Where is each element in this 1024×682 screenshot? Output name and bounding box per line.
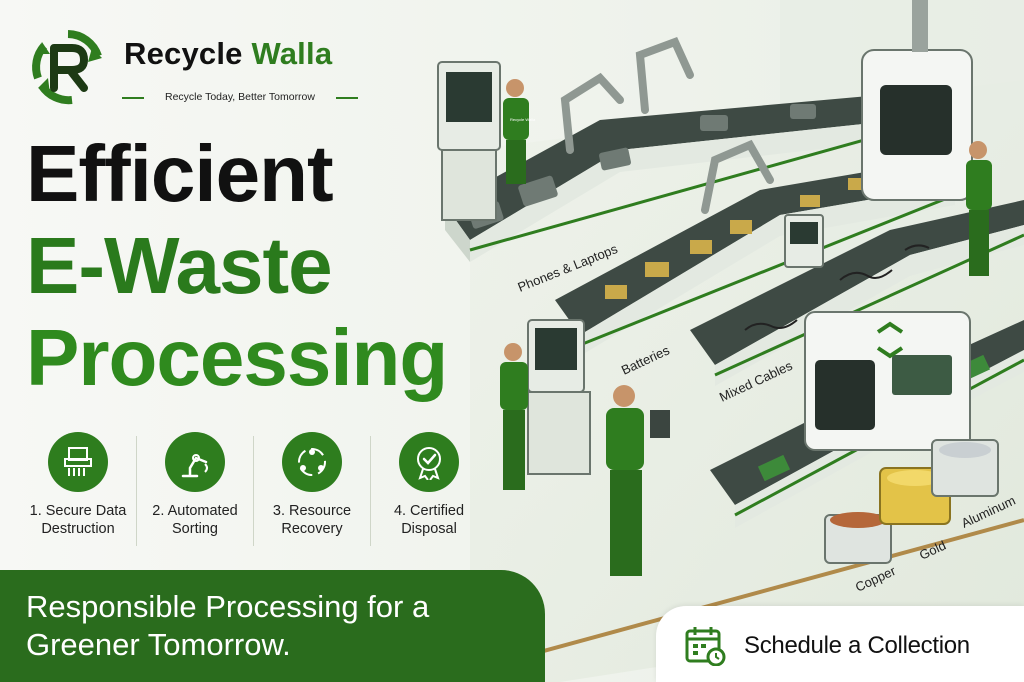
sorting-machine <box>861 0 973 201</box>
brand-name-part1: Recycle <box>124 36 243 71</box>
feature-list: 1. Secure Data Destruction 2. Automated … <box>22 430 482 560</box>
feature-divider <box>253 436 254 546</box>
robot-arm-3 <box>701 139 774 214</box>
brand-tagline: Recycle Today, Better Tomorrow <box>122 91 358 103</box>
brand-name-part2: Walla <box>251 36 333 71</box>
feature-label: 2. Automated Sorting <box>152 503 238 537</box>
headline-line1: Efficient <box>26 129 334 218</box>
tagline-banner-text: Responsible Processing for a Greener Tom… <box>26 588 546 664</box>
certified-badge-icon <box>417 447 441 480</box>
control-panel-1 <box>437 61 501 221</box>
tagline-banner-line1: Responsible Processing for a <box>26 589 430 624</box>
robot-arm-2 <box>635 36 694 114</box>
feature-label: 3. Resource Recovery <box>272 503 352 537</box>
recovery-machine <box>804 311 971 451</box>
worker-2 <box>966 141 992 276</box>
worker-4 <box>606 385 670 576</box>
robot-arm-1 <box>560 72 624 154</box>
calendar-icon <box>685 627 726 666</box>
recycle-walla-logo-icon <box>32 30 102 105</box>
bin-aluminum <box>931 439 999 497</box>
schedule-collection-label: Schedule a Collection <box>744 632 970 659</box>
headline-line3: Processing <box>26 313 448 402</box>
feature-divider <box>370 436 371 546</box>
feature-resource-recovery: 3. Resource Recovery <box>256 430 368 560</box>
feature-secure-data-destruction: 1. Secure Data Destruction <box>22 430 134 560</box>
headline: Efficient E-Waste Processing <box>26 128 448 404</box>
tagline-banner-line2: Greener Tomorrow. <box>26 627 291 662</box>
shredder-icon <box>64 447 92 476</box>
control-panel-2 <box>527 319 591 475</box>
feature-automated-sorting: 2. Automated Sorting <box>139 430 251 560</box>
brand-block: Recycle Walla Recycle Today, Better Tomo… <box>28 28 358 114</box>
schedule-collection-button[interactable]: Schedule a Collection <box>656 606 1024 682</box>
brand-name: Recycle Walla <box>124 36 332 72</box>
bin-copper <box>824 512 892 564</box>
feature-certified-disposal: 4. Certified Disposal <box>373 430 485 560</box>
recovery-cycle-icon <box>298 448 326 476</box>
worker-3 <box>500 343 528 490</box>
worker-shirt-text: Recycle Walla <box>510 117 536 122</box>
feature-divider <box>136 436 137 546</box>
worker-1 <box>503 79 529 184</box>
feature-label: 4. Certified Disposal <box>393 503 465 537</box>
feature-label: 1. Secure Data Destruction <box>29 503 127 537</box>
tagline-banner <box>0 570 545 682</box>
headline-line2: E-Waste <box>26 221 333 310</box>
robot-arm-icon <box>181 454 208 478</box>
control-panel-3 <box>784 214 824 268</box>
